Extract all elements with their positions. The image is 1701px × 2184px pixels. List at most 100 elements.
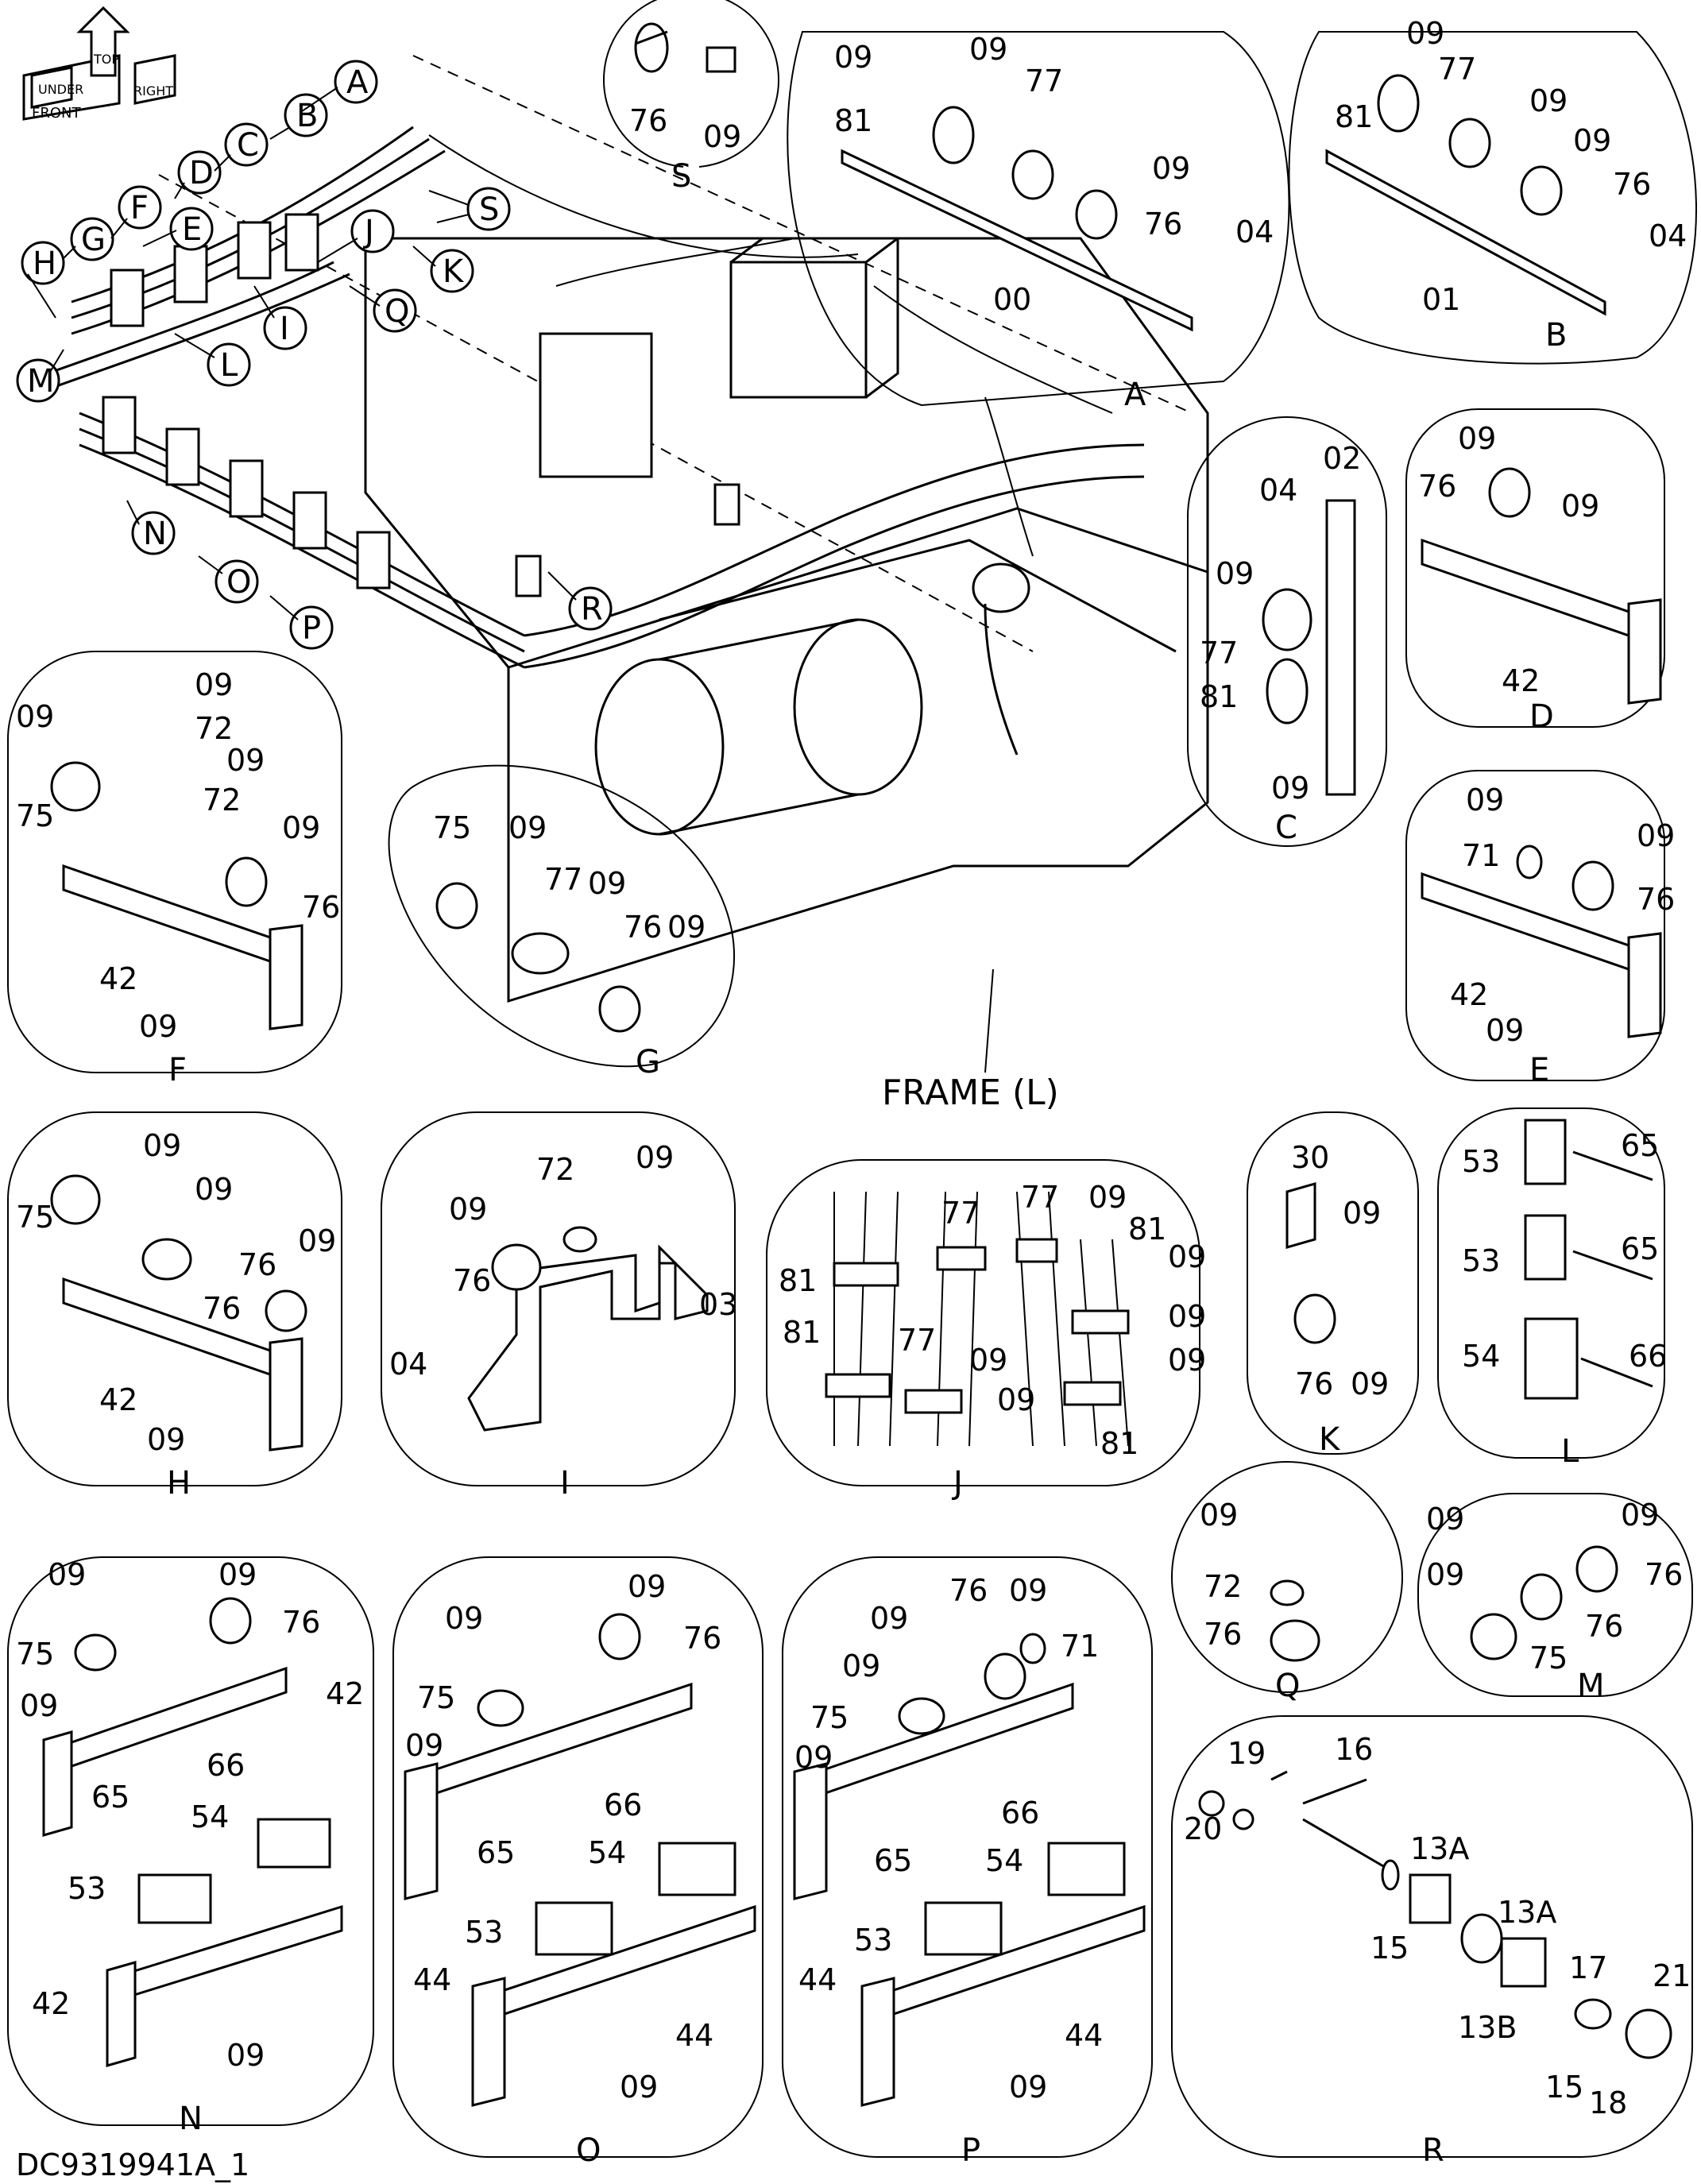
frame-label: FRAME (L) — [882, 1073, 1059, 1113]
svg-text:81: 81 — [783, 1315, 821, 1350]
svg-text:P: P — [302, 610, 321, 647]
svg-text:44: 44 — [798, 1962, 837, 1997]
callout-F: F — [118, 185, 162, 230]
svg-text:75: 75 — [417, 1680, 455, 1715]
orientation-top: TOP — [93, 52, 119, 67]
svg-text:76: 76 — [282, 1605, 320, 1640]
svg-text:09: 09 — [1529, 83, 1568, 118]
svg-text:09: 09 — [1168, 1299, 1206, 1334]
svg-text:09: 09 — [405, 1728, 443, 1763]
svg-text:42: 42 — [32, 1986, 70, 2021]
svg-text:76: 76 — [1637, 882, 1675, 917]
callout-N: N — [131, 511, 176, 555]
svg-text:R: R — [1422, 2132, 1444, 2169]
svg-text:09: 09 — [218, 1557, 257, 1592]
detail-M: 09 09 09 76 76 75 M — [1417, 1493, 1693, 1704]
svg-text:42: 42 — [99, 961, 137, 996]
callout-D: D — [177, 150, 222, 195]
svg-text:L: L — [220, 347, 238, 384]
svg-text:F: F — [168, 1052, 187, 1088]
svg-text:M: M — [27, 363, 55, 400]
svg-text:09: 09 — [667, 910, 706, 945]
svg-text:76: 76 — [453, 1263, 491, 1298]
callout-I: I — [263, 306, 307, 350]
svg-text:76: 76 — [624, 910, 662, 945]
svg-text:09: 09 — [226, 2038, 265, 2073]
svg-text:13B: 13B — [1458, 2010, 1517, 2045]
svg-text:15: 15 — [1370, 1931, 1409, 1966]
svg-text:09: 09 — [445, 1601, 483, 1636]
svg-text:81: 81 — [779, 1263, 817, 1298]
harness-brackets — [102, 213, 740, 597]
svg-text:Q: Q — [385, 293, 409, 330]
svg-text:09: 09 — [588, 866, 626, 901]
svg-text:76: 76 — [949, 1573, 988, 1608]
svg-text:09: 09 — [1009, 2070, 1047, 2105]
callout-Q: Q — [373, 288, 417, 333]
svg-text:O: O — [226, 564, 251, 601]
svg-text:J: J — [951, 1465, 963, 1502]
svg-text:04: 04 — [1259, 473, 1297, 508]
svg-text:65: 65 — [1621, 1128, 1659, 1163]
svg-text:13A: 13A — [1410, 1831, 1469, 1866]
detail-F: 09 09 72 09 72 75 09 76 42 09 F — [7, 651, 342, 1088]
callout-H: H — [21, 241, 65, 285]
svg-text:75: 75 — [433, 810, 471, 845]
svg-text:53: 53 — [465, 1915, 503, 1950]
svg-text:66: 66 — [207, 1748, 245, 1783]
callout-bubbles: A B C D E F G H I J K L M N O P Q R S — [16, 60, 613, 650]
svg-text:54: 54 — [588, 1835, 626, 1870]
svg-text:H: H — [33, 245, 56, 282]
main-assembly — [47, 55, 1209, 1003]
svg-text:75: 75 — [16, 1637, 54, 1672]
callout-J: J — [350, 209, 395, 253]
svg-text:77: 77 — [544, 862, 582, 897]
callout-L: L — [207, 342, 251, 387]
svg-text:04: 04 — [1649, 218, 1687, 253]
svg-text:76: 76 — [1144, 207, 1182, 242]
svg-text:72: 72 — [203, 783, 241, 818]
svg-text:D: D — [1529, 698, 1554, 735]
svg-text:76: 76 — [1295, 1366, 1333, 1401]
svg-text:N: N — [143, 516, 167, 552]
svg-text:09: 09 — [143, 1128, 181, 1163]
svg-text:P: P — [961, 2132, 980, 2169]
callout-S: S — [466, 187, 511, 231]
svg-text:42: 42 — [1502, 663, 1540, 698]
svg-text:K: K — [443, 253, 465, 290]
svg-text:76: 76 — [1204, 1617, 1242, 1652]
callout-M: M — [16, 358, 60, 403]
callout-P: P — [289, 605, 334, 650]
svg-text:09: 09 — [139, 1009, 177, 1044]
svg-text:16: 16 — [1335, 1732, 1373, 1767]
svg-text:66: 66 — [604, 1788, 642, 1823]
svg-text:04: 04 — [1235, 215, 1274, 249]
svg-text:B: B — [1545, 317, 1567, 354]
svg-text:42: 42 — [1450, 977, 1488, 1012]
svg-text:72: 72 — [1204, 1569, 1242, 1604]
svg-text:09: 09 — [1637, 818, 1675, 853]
callout-R: R — [568, 586, 613, 631]
svg-text:09: 09 — [508, 810, 547, 845]
svg-text:77: 77 — [1025, 64, 1063, 99]
svg-text:I: I — [560, 1465, 570, 1502]
svg-text:09: 09 — [1200, 1498, 1238, 1533]
svg-text:76: 76 — [683, 1621, 721, 1656]
svg-text:H: H — [167, 1465, 191, 1502]
svg-text:E: E — [182, 211, 202, 248]
svg-text:75: 75 — [810, 1700, 849, 1735]
svg-text:09: 09 — [195, 1172, 233, 1207]
svg-text:44: 44 — [675, 2018, 713, 2053]
box-component — [729, 261, 868, 399]
svg-text:66: 66 — [1001, 1796, 1039, 1830]
svg-text:09: 09 — [834, 40, 872, 75]
callout-O: O — [215, 559, 259, 604]
detail-S: 76 09 S — [603, 0, 779, 195]
orientation-compass: FRONT TOP RIGHT UNDER — [22, 6, 176, 122]
svg-text:E: E — [1529, 1052, 1549, 1088]
svg-text:65: 65 — [1621, 1231, 1659, 1266]
svg-text:N: N — [179, 2101, 203, 2137]
svg-text:20: 20 — [1184, 1811, 1222, 1846]
svg-text:71: 71 — [1462, 838, 1500, 873]
